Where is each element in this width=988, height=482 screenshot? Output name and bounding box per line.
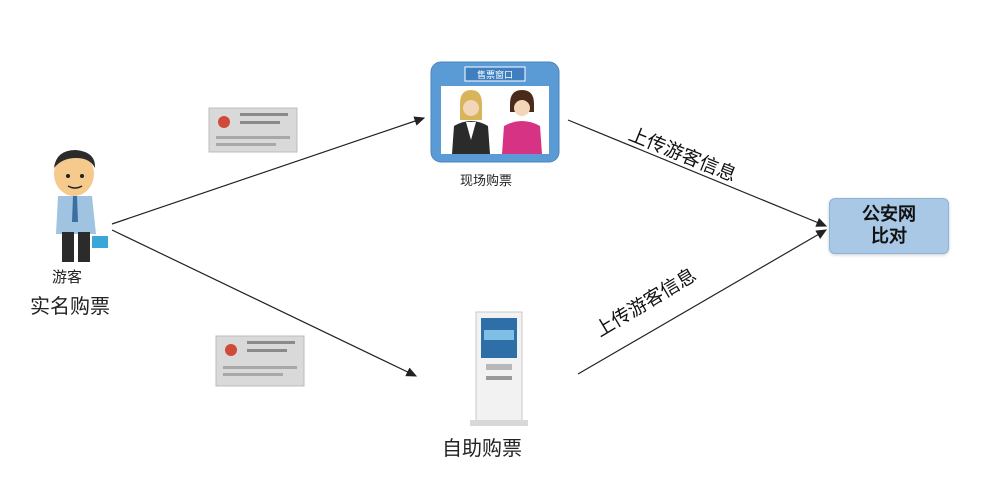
counter-sign-text: 售票窗口 xyxy=(477,69,513,81)
tourist-label: 游客 xyxy=(52,268,83,286)
real-name-ticket-label: 实名购票 xyxy=(30,294,110,318)
police-comparison-box: 公安网 比对 xyxy=(829,198,949,254)
tourist-figure-icon xyxy=(54,150,108,262)
counter-caption: 现场购票 xyxy=(460,174,513,189)
arrow-kiosk-to-police xyxy=(577,229,828,375)
kiosk-caption: 自助购票 xyxy=(442,436,522,460)
arrow-counter-to-police xyxy=(567,119,828,227)
arrow-tourist-to-kiosk xyxy=(111,229,418,377)
id-card-icon xyxy=(215,335,305,387)
ticket-counter-icon: 售票窗口 xyxy=(430,61,560,163)
police-box-line-2: 比对 xyxy=(871,226,907,247)
self-service-kiosk-icon xyxy=(470,311,528,426)
police-box-line-1: 公安网 xyxy=(862,204,916,225)
id-card-icon xyxy=(208,107,298,153)
arrow-tourist-to-counter xyxy=(111,116,426,225)
